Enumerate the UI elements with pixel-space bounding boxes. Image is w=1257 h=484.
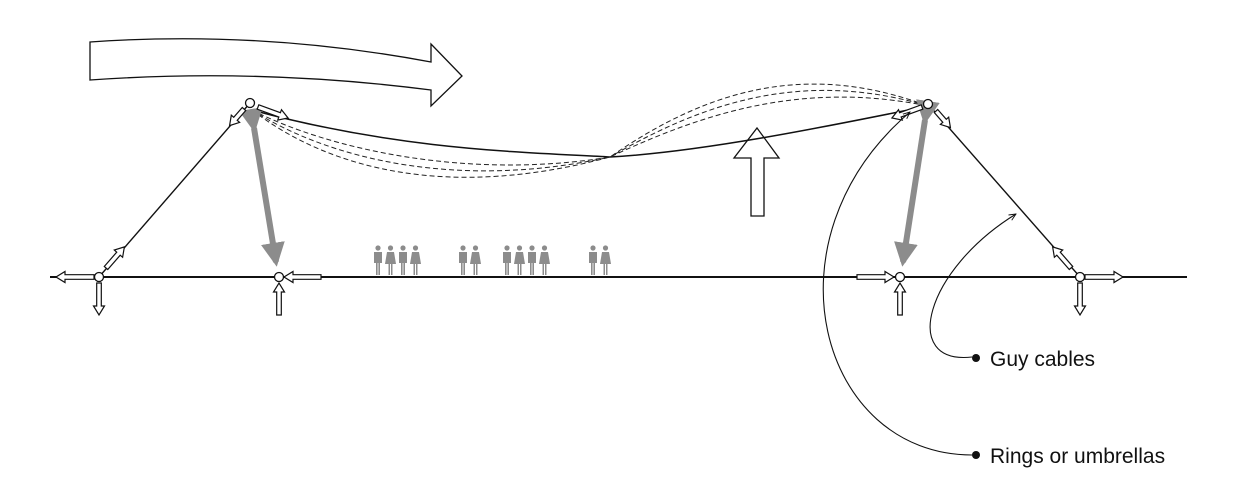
person-icon <box>410 245 421 275</box>
person-icon <box>589 245 597 275</box>
force-arrow-icon <box>1051 245 1074 271</box>
force-arrow-icon <box>256 104 290 121</box>
label-guy-cables: Guy cables <box>990 348 1095 371</box>
label-bullet <box>972 451 980 459</box>
label-rings-or-umbrellas: Rings or umbrellas <box>990 445 1165 468</box>
force-arrow-icon <box>893 281 907 316</box>
membrane-dashed-line <box>251 89 929 172</box>
people-group <box>374 245 611 275</box>
leader-line-rings <box>822 112 973 456</box>
joint-circle <box>273 271 285 283</box>
force-arrow-icon <box>92 282 106 317</box>
force-arrow-icon <box>933 108 952 129</box>
person-icon <box>385 245 396 275</box>
joint-circle <box>244 97 256 109</box>
mast-left <box>239 107 285 267</box>
force-arrow-icon <box>54 270 95 284</box>
person-icon <box>399 245 407 275</box>
joint-circle <box>894 271 906 283</box>
person-icon <box>374 245 382 275</box>
uplift-arrow-icon <box>732 126 781 217</box>
force-arrow-icon <box>282 270 322 284</box>
wind-arrow-icon <box>89 38 463 108</box>
force-arrows-group <box>54 104 1125 317</box>
force-arrow-icon <box>272 281 286 316</box>
force-arrow-icon <box>1073 282 1087 317</box>
person-icon <box>514 245 525 275</box>
person-icon <box>539 245 550 275</box>
person-icon <box>528 245 536 275</box>
joint-circle <box>1074 271 1086 283</box>
person-icon <box>459 245 467 275</box>
joint-circle <box>922 98 934 110</box>
leader-line-guy-cables <box>929 214 1016 358</box>
joint-circle <box>93 271 105 283</box>
force-arrow-icon <box>103 245 126 271</box>
force-arrow-icon <box>856 270 896 284</box>
membrane-solid-line <box>251 105 929 158</box>
label-bullet <box>972 354 980 362</box>
person-icon <box>600 245 611 275</box>
person-icon <box>470 245 481 275</box>
force-arrow-icon <box>228 106 247 127</box>
membrane-dashed-line <box>251 96 929 166</box>
membrane-dashed-line <box>251 83 929 178</box>
person-icon <box>503 245 511 275</box>
force-arrow-icon <box>1084 270 1125 284</box>
mast-right <box>894 99 940 267</box>
